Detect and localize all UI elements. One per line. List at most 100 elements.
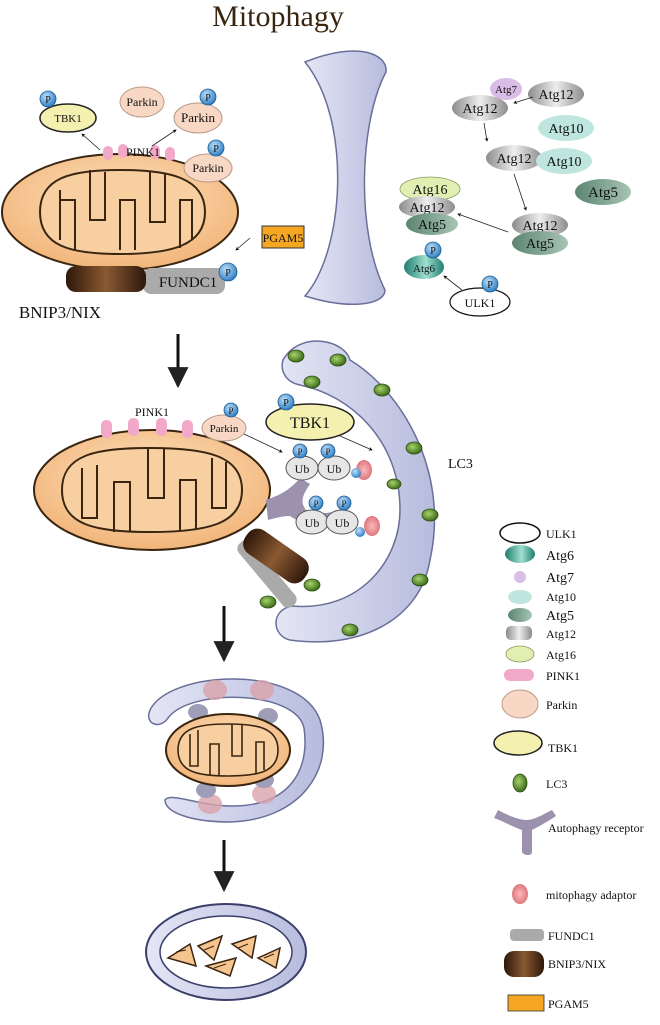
svg-text:Parkin: Parkin (181, 110, 215, 125)
arrow-parkin-to-ub (243, 433, 283, 453)
legend-label-bnip3: BNIP3/NIX (548, 957, 606, 971)
legend-swatch-atg5 (508, 608, 532, 622)
legend-label-atg6: Atg6 (546, 549, 574, 564)
legend-label-parkin: Parkin (546, 698, 577, 712)
legend: ULK1 Atg6 Atg7 Atg10 Atg5 Atg12 Atg16 PI… (493, 522, 644, 1012)
mitochondrion-stage2 (33, 429, 271, 551)
legend-label-atg12: Atg12 (546, 627, 576, 641)
atg10-a-stage1: Atg10 (538, 115, 594, 141)
svg-text:Atg12: Atg12 (497, 152, 532, 167)
parkin-phospho-stage1: Parkin P (173, 88, 223, 134)
mitochondrion-stage3 (165, 713, 291, 787)
svg-text:P: P (283, 398, 289, 409)
ulk1-stage1: ULK1 P (449, 275, 511, 317)
svg-text:P: P (297, 447, 302, 457)
legend-swatch-atg16 (505, 645, 535, 663)
svg-text:Ub: Ub (295, 462, 310, 476)
svg-text:Atg12: Atg12 (539, 88, 574, 103)
atg7-stage1: Atg7 (490, 78, 522, 100)
svg-text:Atg12: Atg12 (463, 102, 498, 117)
svg-text:FUNDC1: FUNDC1 (159, 275, 217, 291)
atg12-atg5-complex-stage1: Atg12 Atg5 (512, 213, 568, 255)
svg-text:P: P (228, 406, 233, 416)
legend-swatch-atg7 (514, 571, 526, 583)
svg-text:Atg6: Atg6 (413, 263, 436, 275)
legend-swatch-receptor (494, 810, 556, 855)
bnip3-stage2 (243, 528, 309, 584)
svg-text:Atg10: Atg10 (549, 122, 584, 137)
svg-text:Parkin: Parkin (126, 95, 157, 109)
legend-swatch-atg10 (508, 590, 532, 604)
lc3-label-stage2: LC3 (448, 457, 473, 472)
pink1-cluster-stage2 (101, 418, 193, 438)
atg16-complex-stage1: Atg16 Atg12 Atg5 (399, 176, 461, 235)
svg-text:P: P (213, 144, 219, 155)
legend-label-atg7: Atg7 (546, 571, 574, 586)
pgam5-stage1: PGAM5 (261, 225, 305, 249)
atg10-b-stage1: Atg10 (536, 148, 592, 174)
legend-swatch-atg12 (506, 626, 532, 640)
svg-text:Ub: Ub (335, 516, 350, 530)
legend-swatch-ulk1 (499, 522, 541, 544)
legend-label-receptor: Autophagy receptor (548, 821, 644, 835)
pink1-label-stage2: PINK1 (135, 405, 169, 419)
svg-text:P: P (225, 268, 231, 279)
tbk1-stage1: TBK1 P (39, 90, 97, 133)
svg-text:TBK1: TBK1 (54, 113, 82, 125)
svg-text:Atg7: Atg7 (495, 84, 518, 96)
parkin-free-stage1: Parkin (119, 86, 165, 118)
phagophore-membrane-stage2 (275, 340, 436, 643)
svg-text:PGAM5: PGAM5 (263, 231, 304, 245)
pink1-label-stage1: PINK1 (126, 145, 160, 159)
legend-swatch-lc3 (512, 773, 528, 793)
arrow-atg12b-down (483, 122, 489, 142)
arrow-pgam5 (235, 237, 251, 251)
svg-text:ULK1: ULK1 (465, 296, 496, 310)
atg12-c-stage1: Atg12 (486, 145, 542, 171)
parkin-stage2: Parkin P (201, 402, 247, 442)
legend-label-atg5: Atg5 (546, 609, 574, 624)
legend-swatch-pgam5 (507, 994, 545, 1012)
svg-text:Atg12: Atg12 (523, 219, 558, 234)
svg-text:P: P (205, 93, 211, 104)
atg5-free-stage1: Atg5 (575, 179, 631, 205)
legend-label-fundc1: FUNDC1 (548, 929, 595, 943)
arrow-complex-to-atg16 (457, 213, 509, 233)
svg-text:Atg16: Atg16 (413, 183, 448, 198)
atg12-a-stage1: Atg12 (528, 81, 584, 107)
legend-label-tbk1: TBK1 (548, 741, 578, 755)
svg-text:Ub: Ub (327, 462, 342, 476)
legend-swatch-pink1 (504, 669, 534, 681)
atg12-b-stage1: Atg12 (452, 95, 508, 121)
svg-text:Atg5: Atg5 (418, 218, 446, 233)
svg-text:P: P (313, 499, 318, 509)
svg-text:P: P (45, 95, 51, 106)
svg-text:P: P (430, 246, 436, 257)
autophagy-receptor-stage2 (266, 478, 338, 525)
legend-label-pgam5: PGAM5 (548, 997, 589, 1011)
atg6-stage1: Atg6 P (404, 241, 444, 279)
fundc1-stage2 (237, 540, 297, 608)
svg-text:P: P (487, 280, 493, 291)
legend-label-adaptor: mitophagy adaptor (546, 888, 636, 902)
svg-text:Atg10: Atg10 (547, 155, 582, 170)
lc3-dots-stage2 (259, 349, 439, 637)
arrow-pink1-to-parkin (151, 129, 177, 147)
arrow-atg12-to-atg7 (513, 96, 534, 104)
phagophore-membrane-top (303, 50, 387, 306)
ubiquitin-cluster-lower: Ub Ub P P (295, 495, 380, 537)
legend-label-pink1: PINK1 (546, 669, 580, 683)
legend-label-ulk1: ULK1 (546, 527, 577, 541)
fundc1-stage1: FUNDC1 P (143, 262, 238, 294)
svg-text:Atg12: Atg12 (410, 201, 445, 216)
tbk1-stage2: TBK1 P (265, 393, 355, 441)
legend-label-lc3: LC3 (546, 777, 567, 791)
legend-label-atg16: Atg16 (546, 648, 576, 662)
svg-text:Atg5: Atg5 (526, 237, 554, 252)
legend-label-atg10: Atg10 (546, 590, 576, 604)
svg-text:Parkin: Parkin (210, 423, 239, 435)
svg-text:Parkin: Parkin (192, 161, 223, 175)
bnip3-stage1 (66, 266, 146, 292)
parkin-mito-stage1: Parkin P (183, 139, 233, 183)
svg-text:Ub: Ub (305, 516, 320, 530)
